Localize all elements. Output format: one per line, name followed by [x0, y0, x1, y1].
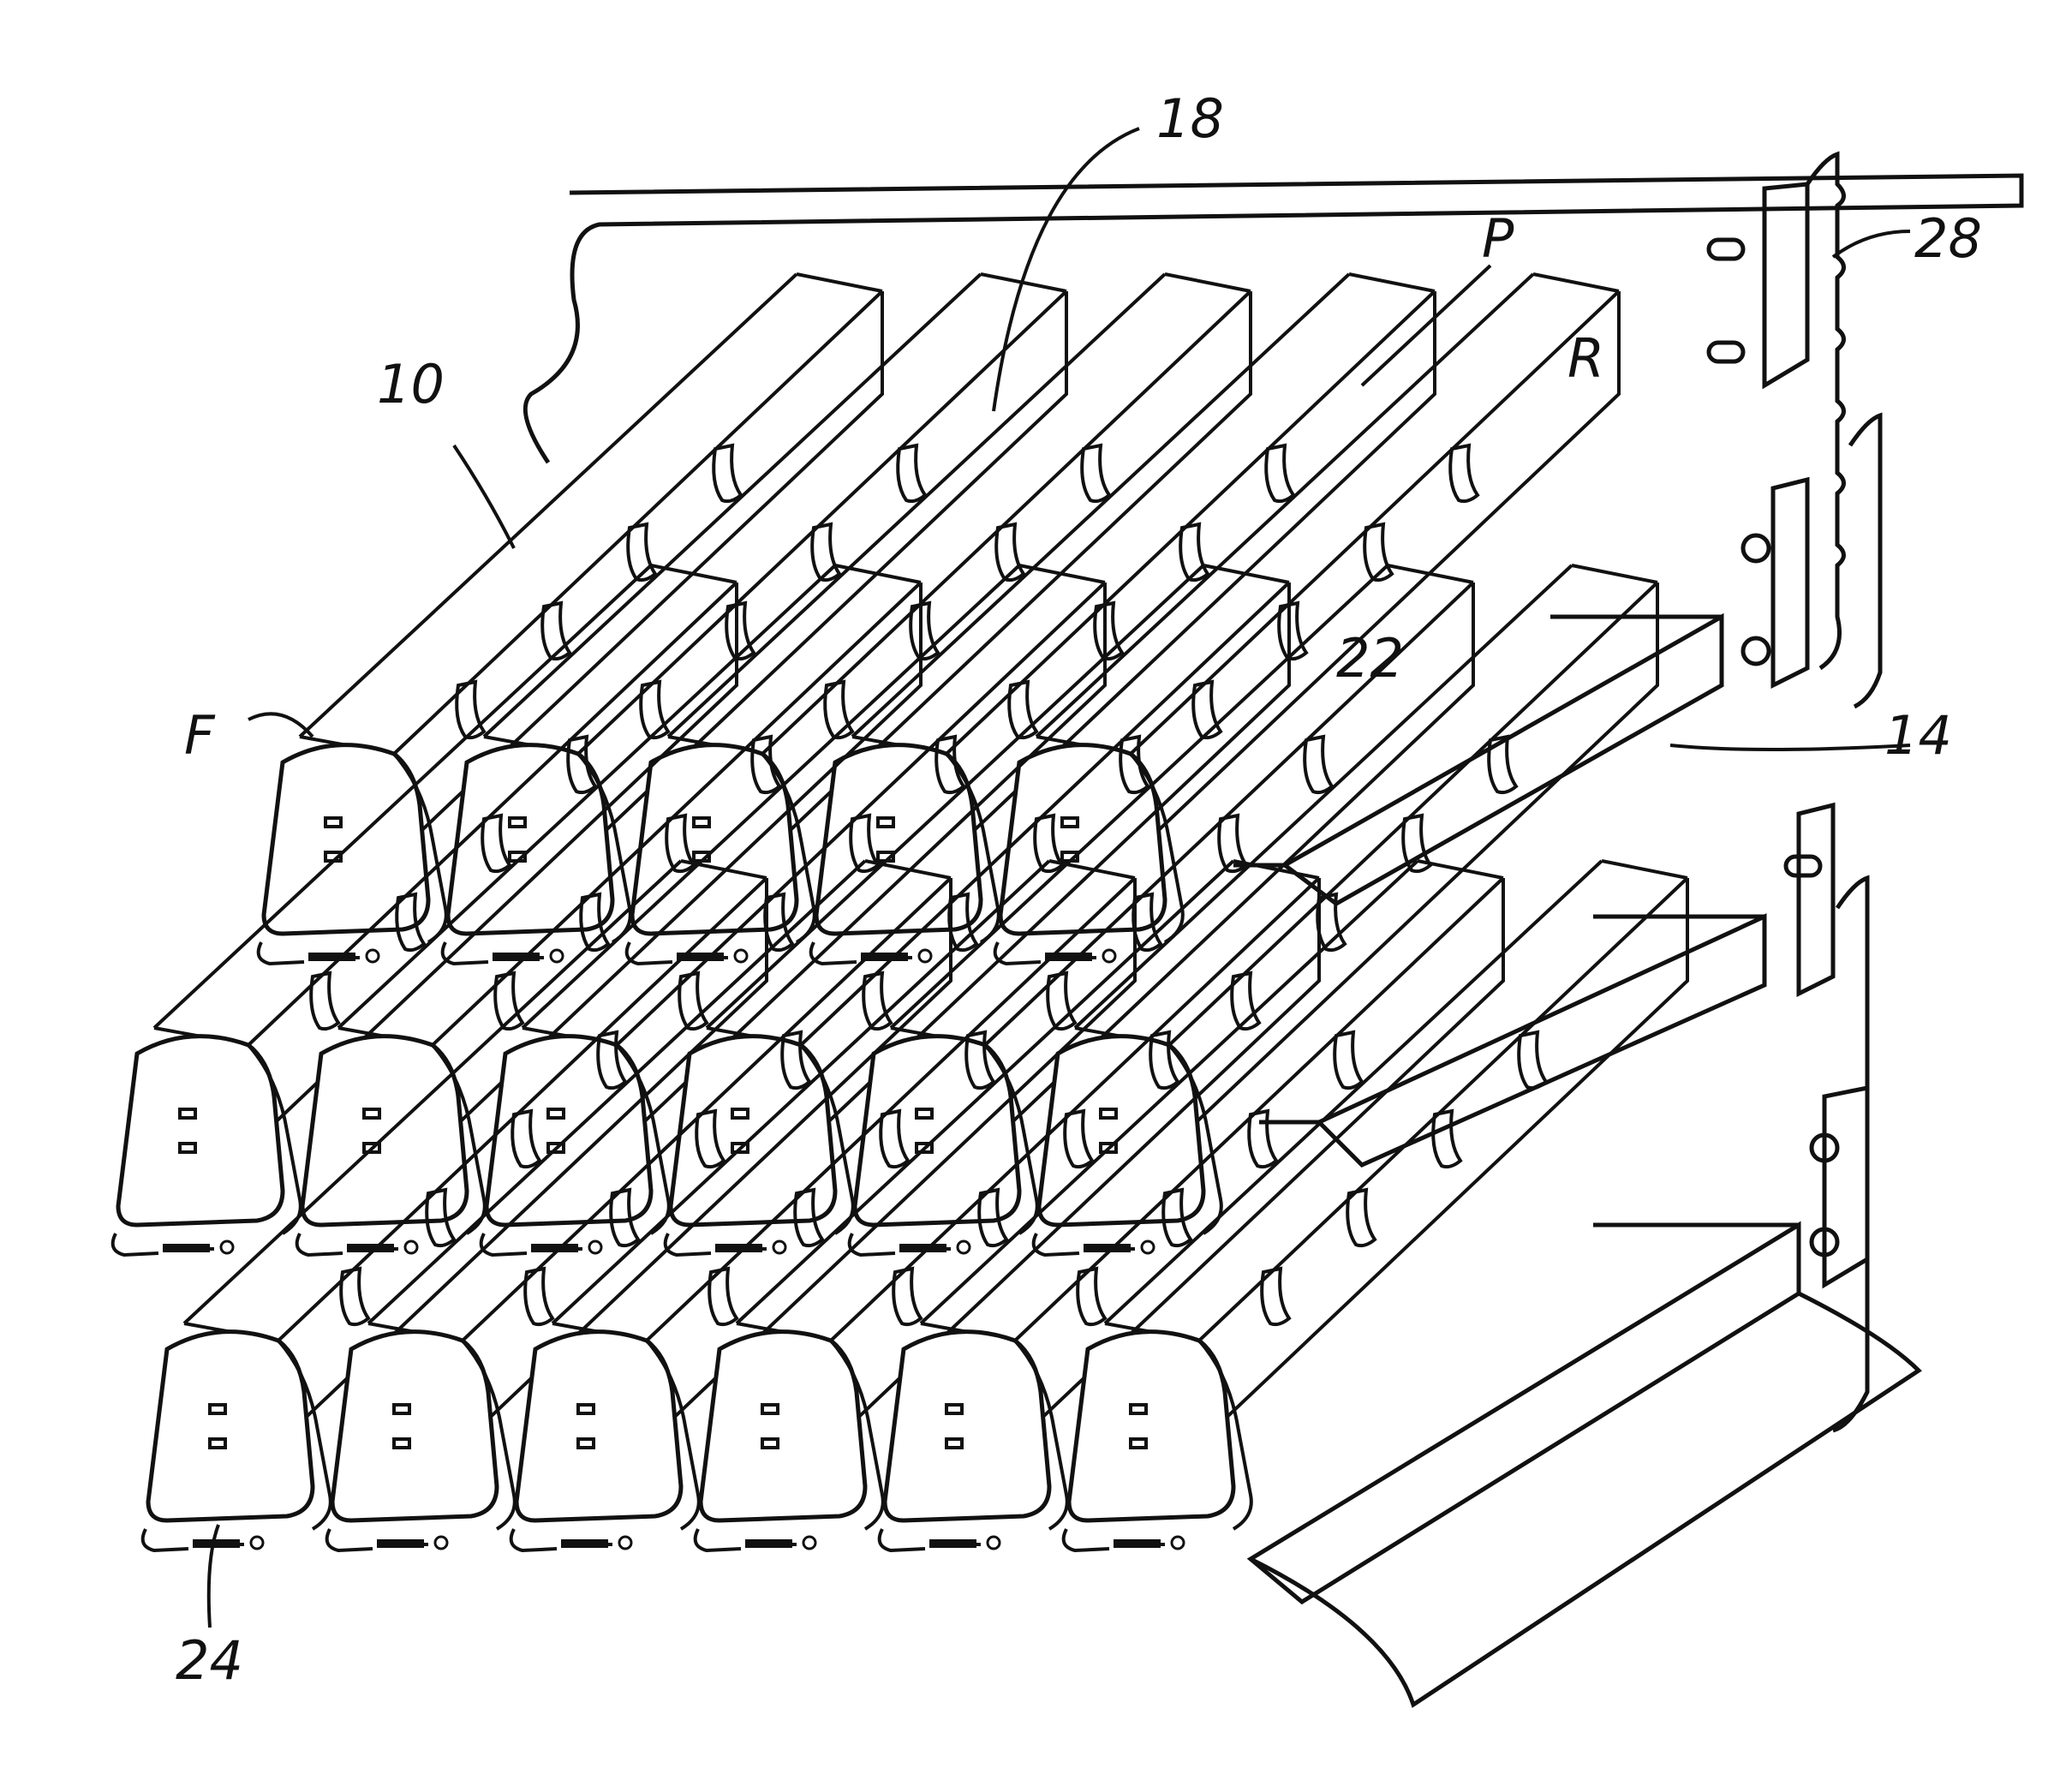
ref-label-F: F [184, 704, 216, 767]
ref-label-14: 14 [1884, 704, 1952, 767]
ref-label-24: 24 [176, 1629, 243, 1692]
empty-trays [1233, 617, 1919, 1705]
ref-label-R: R [1567, 327, 1604, 390]
ref-label-18: 18 [1156, 87, 1224, 150]
upright-brackets [1709, 154, 1880, 1431]
ref-label-22: 22 [1336, 627, 1404, 690]
ref-label-P: P [1482, 207, 1514, 270]
ref-label-28: 28 [1914, 207, 1982, 270]
ref-label-10: 10 [377, 353, 445, 415]
